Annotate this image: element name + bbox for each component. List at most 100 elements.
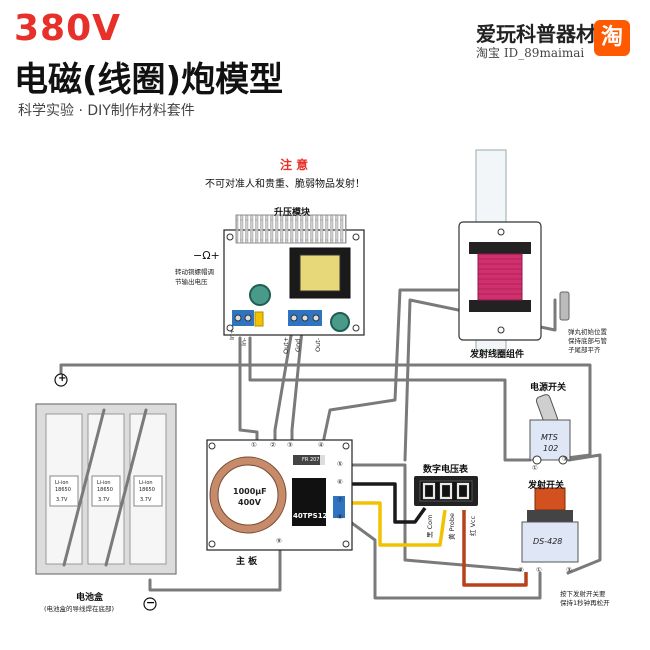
wire-battery-minus	[148, 538, 282, 592]
main-pin-4: ④	[318, 441, 324, 449]
power-switch-model2: 102	[543, 444, 559, 453]
cell2-model: 18650	[97, 487, 113, 493]
wire-coil	[321, 288, 459, 445]
coil-assembly	[458, 149, 570, 351]
cell1-model: 18650	[55, 487, 71, 493]
wire-in-minus	[248, 336, 532, 462]
cell3-voltage: 3.7V	[140, 497, 152, 503]
battery-plus-label: +	[58, 373, 67, 384]
main-pin-5: ⑤	[337, 460, 343, 468]
cell2-voltage: 3.7V	[98, 497, 110, 503]
switch-body	[529, 419, 571, 461]
pin-label-gnd: Gnd	[294, 338, 302, 352]
page-subtitle: 科学实验 · DIY制作材料套件	[18, 103, 195, 119]
pin-label-in-plus: In+	[228, 328, 236, 340]
main-board	[206, 439, 353, 551]
projectile	[559, 291, 570, 321]
cell1-voltage: 3.7V	[56, 497, 68, 503]
fire-switch-pin-2: ②	[518, 566, 524, 574]
fire-switch-body	[521, 521, 579, 563]
pin-label-out-minus: Out-	[314, 337, 322, 352]
transformer-core	[299, 254, 341, 292]
boost-cap-right	[330, 312, 350, 332]
fire-switch-note-line1: 按下发射开关要	[560, 590, 606, 598]
power-switch-pin-1: ①	[532, 464, 538, 472]
pin-label-out-plus: Out+	[282, 336, 290, 354]
battery-plus-icon	[54, 373, 68, 387]
boost-module	[223, 214, 365, 336]
warning-title: 注 意	[280, 158, 309, 172]
pot-symbol-icon: −Ω+	[193, 249, 220, 262]
voltage-heading: 380V	[14, 8, 122, 49]
main-pin-8: ⑧	[337, 513, 343, 521]
coil-label: 发射线圈组件	[470, 350, 525, 360]
coil-note-line3: 子尾部平齐	[568, 346, 601, 354]
scr-body	[292, 478, 326, 526]
power-switch-label: 电源开关	[530, 383, 567, 393]
main-pin-7: ⑦	[337, 496, 343, 504]
power-switch	[529, 394, 571, 465]
wire-fire-power	[566, 453, 602, 575]
pin-label-in-minus: In-	[240, 337, 248, 346]
diode-label: FR 207	[302, 457, 320, 463]
battery-minus-label: −	[146, 596, 156, 609]
battery-box	[35, 373, 177, 611]
coil-flange-top	[469, 242, 531, 254]
battery-label: 电池盒	[76, 593, 104, 603]
capacitor-inner	[217, 464, 279, 526]
fire-switch-label: 发射开关	[528, 481, 565, 491]
taobao-logo-icon: 淘	[594, 20, 630, 56]
fire-switch-note-line2: 保持1秒钟再松开	[560, 599, 610, 607]
scr-label: 40TPS12	[293, 512, 328, 520]
cell3-model: 18650	[139, 487, 155, 493]
pot-note-line1: 转动铜螺帽调	[175, 268, 214, 276]
brand-shop-id: 淘宝 ID_89maimai	[476, 46, 585, 60]
main-pin-6: ⑥	[337, 478, 343, 486]
coil-winding	[477, 253, 523, 301]
capacitor-voltage: 400V	[238, 498, 261, 507]
main-pin-9: ⑨	[276, 537, 282, 545]
boost-module-label: 升压模块	[274, 208, 311, 218]
fire-button	[534, 487, 566, 511]
wire-pin8	[343, 516, 542, 600]
battery-straps	[62, 408, 148, 567]
wire-yellow	[347, 501, 447, 547]
board-terminal	[333, 496, 345, 518]
battery-note: (电池盒的导线焊在底部)	[44, 605, 115, 613]
fire-switch-pin-3: ③	[566, 566, 572, 574]
coil-note-line2: 保持底部与管	[568, 337, 607, 345]
cell1-type: Li-ion	[55, 480, 69, 486]
voltmeter-digits	[422, 482, 470, 500]
cell2-type: Li-ion	[97, 480, 111, 486]
cell3-type: Li-ion	[139, 480, 153, 486]
coil-note-line1: 弹丸初始位置	[568, 328, 607, 336]
brand-name: 爱玩科普器材	[476, 22, 596, 46]
main-pin-2: ②	[270, 441, 276, 449]
wire-red	[462, 510, 528, 587]
main-pin-1: ①	[251, 441, 257, 449]
main-pin-3: ③	[287, 441, 293, 449]
fire-switch	[521, 487, 579, 563]
wire-black	[347, 482, 427, 524]
battery-minus-icon	[143, 597, 157, 611]
voltmeter-label: 数字电压表	[423, 465, 469, 475]
diode-body	[293, 455, 325, 465]
voltmeter-wire-com: 黑 Com	[426, 514, 434, 538]
page-title: 电磁(线圈)炮模型	[14, 60, 284, 100]
voltmeter	[414, 476, 478, 506]
potentiometer	[254, 311, 264, 327]
fire-switch-pin-1: ①	[536, 566, 542, 574]
warning-text: 不可对准人和贵重、脆弱物品发射！	[205, 179, 365, 190]
heatsink	[235, 214, 347, 244]
wire-in-plus	[238, 336, 259, 447]
capacitor-value: 1000μF	[233, 487, 267, 496]
wire-battery-plus	[59, 363, 592, 460]
power-switch-pin-3: ③	[562, 455, 568, 463]
voltmeter-wire-probe: 黄 Probe	[448, 512, 456, 540]
main-board-label: 主 板	[236, 557, 258, 567]
pot-note-line2: 节输出电压	[175, 278, 208, 286]
coil-flange-bottom	[469, 300, 531, 312]
fire-switch-model: DS-428	[533, 537, 563, 546]
boost-cap-left	[249, 284, 271, 306]
